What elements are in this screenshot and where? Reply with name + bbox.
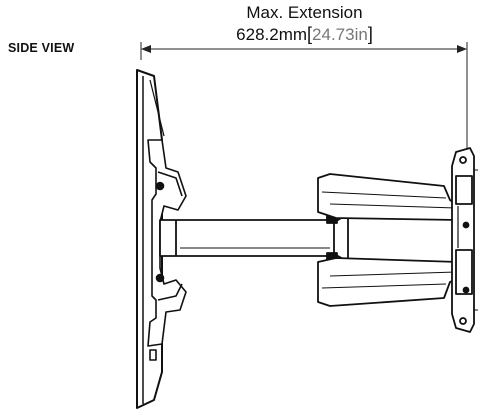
dimension-title: Max. Extension: [246, 3, 363, 22]
dimension-line: [140, 42, 468, 150]
open-bracket: [: [307, 24, 313, 44]
close-bracket: ]: [367, 24, 373, 44]
dimension-metric: 628.2mm: [236, 25, 308, 44]
upper-arm-link: [317, 173, 459, 221]
dimension-imperial: 24.73in: [312, 25, 368, 44]
wall-plate: [451, 147, 478, 333]
extension-arm: [159, 213, 349, 263]
lower-arm-link: [317, 257, 459, 307]
tv-adapter-bracket: [147, 139, 187, 361]
dimension-value: 628.2mm[24.73in]: [142, 24, 467, 45]
side-view-label: SIDE VIEW: [8, 41, 75, 55]
